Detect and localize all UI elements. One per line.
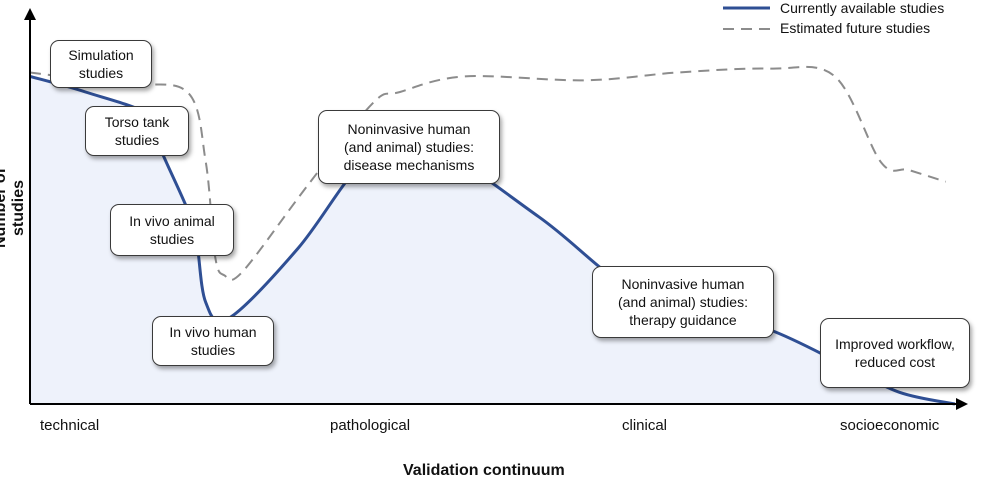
tick-label-technical: technical (40, 417, 100, 434)
y-axis-title: Number of studies (0, 168, 27, 248)
callout-disease-mechanisms: Noninvasive human (and animal) studies: … (318, 110, 500, 184)
x-axis-title: Validation continuum (403, 462, 565, 479)
callout-in-vivo-human-studies: In vivo human studies (152, 316, 274, 366)
callout-torso-tank-studies: Torso tank studies (85, 106, 189, 156)
future-studies-line (29, 65, 947, 281)
tick-label-socioeconomic: socioeconomic (840, 417, 940, 434)
callout-therapy-guidance: Noninvasive human (and animal) studies: … (592, 266, 774, 338)
legend-current-label: Currently available studies (780, 0, 945, 16)
callout-improved-workflow: Improved workflow, reduced cost (820, 318, 970, 388)
callout-in-vivo-animal-studies: In vivo animal studies (110, 204, 234, 256)
tick-label-pathological: pathological (330, 417, 411, 434)
callout-simulation-studies: Simulation studies (50, 40, 152, 88)
tick-label-clinical: clinical (622, 417, 668, 434)
legend-future-label: Estimated future studies (780, 20, 931, 36)
